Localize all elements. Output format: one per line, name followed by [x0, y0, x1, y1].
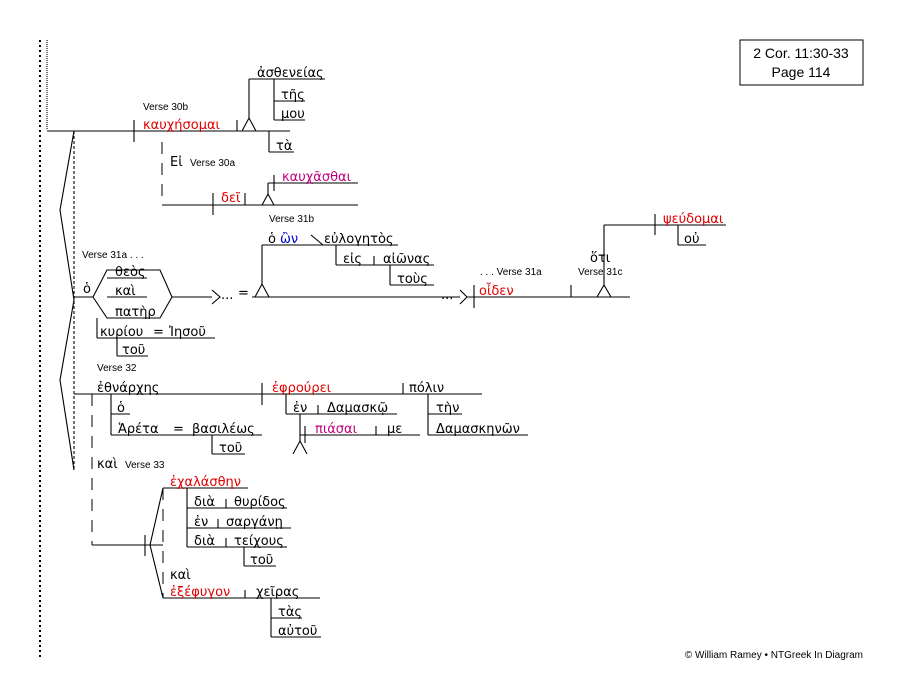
word-damaskenon: Δαμασκηνῶν — [436, 422, 520, 437]
word-tou3: τοῦ — [250, 553, 273, 568]
word-en1: ἐν — [293, 401, 307, 416]
word-ten: τὴν — [436, 401, 459, 416]
verse-label-31a-end: . . . Verse 31a — [480, 267, 542, 278]
predicate-slash — [310, 234, 324, 246]
word-ephrourei: ἐφρούρει — [272, 381, 331, 396]
compound-brace-lower — [59, 299, 75, 471]
verse-label-32: Verse 32 — [97, 363, 137, 374]
word-me: με — [387, 422, 402, 437]
word-tous: τοὺς — [397, 272, 428, 287]
word-astheneias: ἀσθενείας — [257, 66, 324, 81]
verse-label-30b: Verse 30b — [143, 102, 188, 113]
word-dia1: διὰ — [194, 495, 215, 510]
reference-line1: 2 Cor. 11:30-33 — [753, 45, 849, 61]
verse-label-33: Verse 33 — [125, 460, 165, 471]
word-basileos: βασιλέως — [192, 422, 255, 437]
word-pater: πατὴρ — [115, 305, 156, 320]
word-piasai: πιάσαι — [315, 422, 357, 437]
word-kai2: καὶ — [97, 457, 118, 472]
word-ou: οὐ — [684, 232, 699, 247]
word-ho-eth: ὁ — [117, 401, 125, 416]
eq-2: = — [238, 286, 249, 301]
compound-brace-33 — [149, 487, 164, 599]
eq-3: = — [173, 422, 184, 437]
word-exephygon: ἐξέφυγον — [170, 585, 230, 600]
word-echalasthen: ἐχαλάσθην — [170, 475, 241, 490]
word-sargane: σαργάνῃ — [226, 515, 283, 530]
word-tas: τὰς — [278, 605, 302, 620]
word-mou: μου — [281, 107, 305, 122]
word-on: ὢν — [280, 232, 298, 247]
continuation-arrow — [211, 289, 221, 305]
word-ho-on: ὁ — [268, 232, 276, 247]
verse-label-31a-start: Verse 31a . . . — [82, 250, 144, 261]
verse-label-31c: Verse 31c — [578, 267, 622, 278]
word-kauchasthai: καυχᾶσθαι — [282, 170, 351, 185]
reference-box — [739, 39, 864, 86]
word-dia2: διὰ — [194, 534, 215, 549]
word-damasko: Δαμασκῷ — [327, 401, 388, 416]
word-en2: ἐν — [194, 515, 208, 530]
pedestal3-foot — [254, 282, 270, 298]
word-dei: δεῖ — [221, 191, 241, 206]
word-ethnarches: ἐθνάρχης — [97, 381, 159, 396]
verse-label-30a: Verse 30a — [190, 158, 235, 169]
word-tou2: τοῦ — [219, 441, 242, 456]
word-eis: εἰς — [343, 252, 362, 267]
ellipsis-1: ... — [221, 288, 233, 303]
word-kai1: καὶ — [115, 284, 136, 299]
word-cheiras: χεῖρας — [256, 585, 299, 600]
word-autou: αὐτοῦ — [278, 624, 317, 639]
word-areta: Ἁρέτα — [118, 422, 159, 437]
word-tou1: τοῦ — [122, 343, 145, 358]
pedestal2-foot — [261, 192, 275, 206]
word-ta: τὰ — [276, 139, 292, 154]
pedestal5-foot — [292, 439, 308, 455]
compound-brace-upper — [59, 130, 75, 301]
word-tes: τῆς — [281, 88, 305, 103]
word-ho-art: ὁ — [83, 282, 91, 297]
word-teichous: τείχους — [234, 534, 284, 549]
word-kai3: καὶ — [170, 568, 191, 583]
word-theos: θεὸς — [115, 265, 146, 280]
word-pseudomai: ψεύδομαι — [663, 212, 723, 227]
word-iesou: Ἰησοῦ — [169, 325, 206, 340]
word-eulogetos: εὐλογητὸς — [324, 232, 394, 247]
copyright-notice: © William Ramey • NTGreek In Diagram — [685, 650, 863, 661]
ellipsis-2: ... — [441, 288, 453, 303]
word-kyriou: κυρίου — [100, 325, 143, 340]
word-aionas: αἰῶνας — [383, 252, 430, 267]
word-ei: Εἰ — [170, 155, 183, 170]
eq-1: = — [153, 325, 164, 340]
word-hoti: ὅτι — [590, 251, 610, 266]
reference-line2: Page 114 — [772, 64, 831, 80]
verse-label-31b: Verse 31b — [269, 214, 314, 225]
pedestal4-foot — [596, 283, 612, 298]
word-kauchesomai: καυχήσομαι — [143, 118, 220, 133]
word-polin: πόλιν — [409, 381, 444, 396]
word-thyridos: θυρίδος — [234, 495, 286, 510]
word-oiden: οἶδεν — [479, 283, 514, 299]
continuation-arrow-2 — [459, 289, 468, 305]
pedestal-foot — [241, 116, 257, 132]
